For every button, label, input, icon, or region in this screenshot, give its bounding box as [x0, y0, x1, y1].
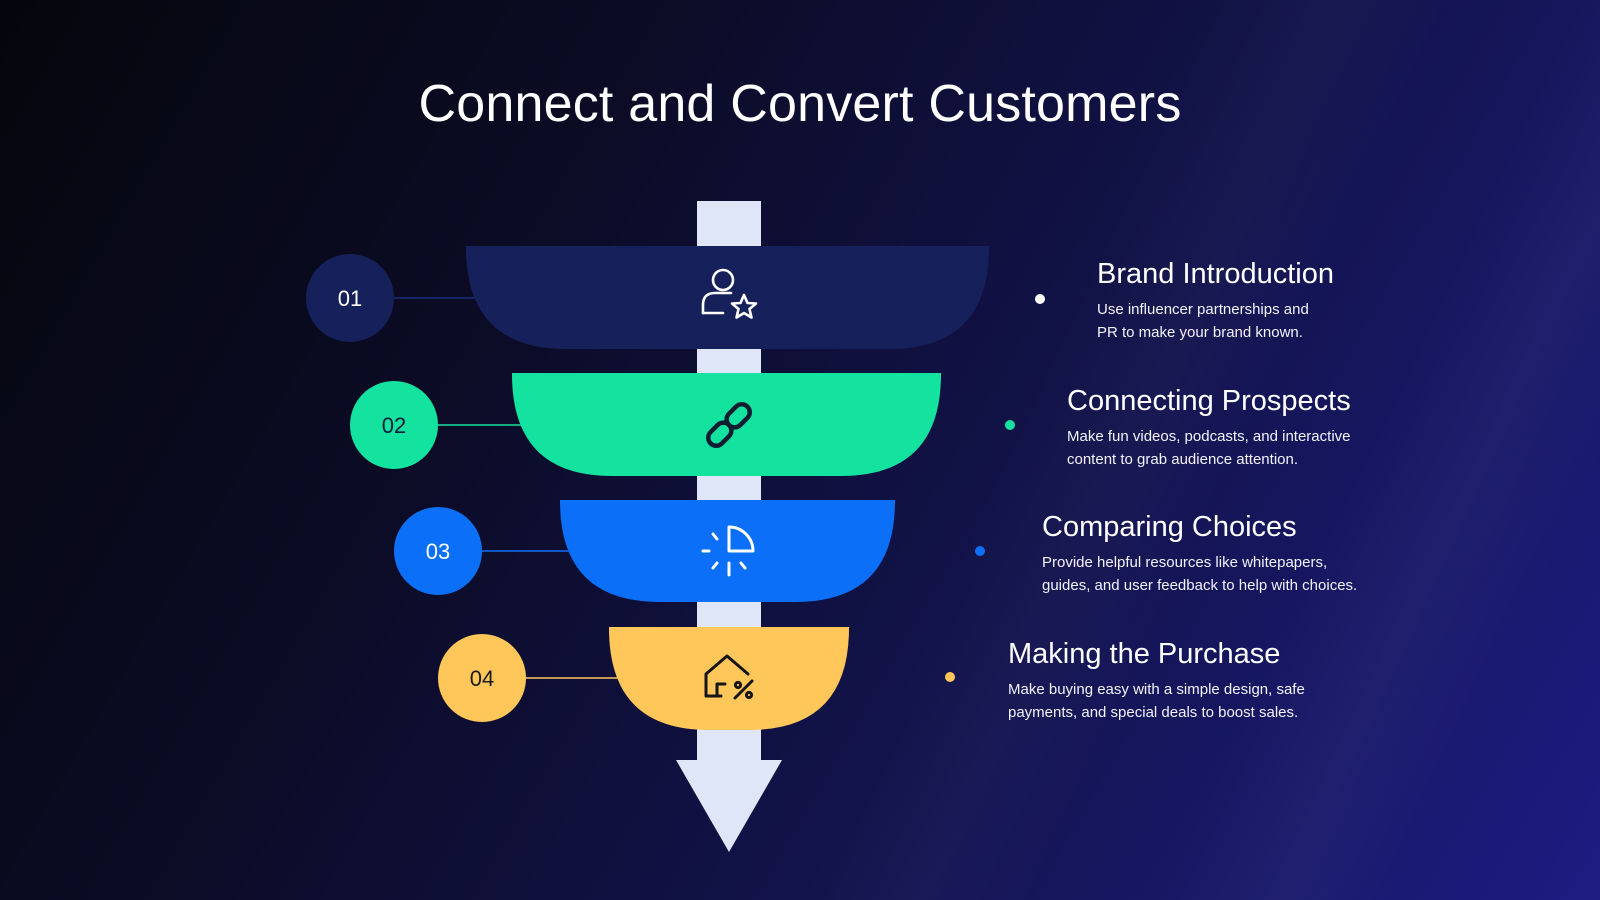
user-star-icon — [701, 268, 758, 319]
step-number-circle-03 — [394, 507, 482, 595]
step-description-01-line-2: PR to make your brand known. — [1097, 324, 1303, 341]
step-number-01: 01 — [338, 286, 362, 311]
step-text-02: Connecting Prospects Make fun videos, po… — [1067, 384, 1427, 471]
page-title: Connect and Convert Customers — [418, 75, 1182, 133]
step-description-02: Make fun videos, podcasts, and interacti… — [1067, 425, 1427, 471]
step-bullet-01 — [1035, 294, 1045, 304]
funnel-arrow-head — [676, 760, 782, 852]
step-bullet-03 — [975, 546, 985, 556]
step-text-04: Making the Purchase Make buying easy wit… — [1008, 637, 1368, 724]
step-number-circle-02 — [350, 381, 438, 469]
funnel-stage-1 — [466, 246, 989, 349]
step-number-circle-01 — [306, 254, 394, 342]
step-bullet-04 — [945, 672, 955, 682]
step-number-02: 02 — [382, 413, 406, 438]
step-text-01: Brand Introduction Use influencer partne… — [1097, 257, 1457, 344]
step-description-03-line-1: Provide helpful resources like whitepape… — [1042, 554, 1328, 571]
step-description-04: Make buying easy with a simple design, s… — [1008, 678, 1368, 724]
pie-chart-loading-icon — [701, 525, 755, 577]
step-number-circle-04 — [438, 634, 526, 722]
step-heading-03: Comparing Choices — [1042, 511, 1297, 543]
step-heading-01: Brand Introduction — [1097, 258, 1334, 290]
link-icon — [706, 402, 752, 448]
step-bullet-02 — [1005, 420, 1015, 430]
house-percent-icon — [704, 654, 754, 700]
step-number-03: 03 — [426, 539, 450, 564]
funnel-stage-4 — [609, 627, 849, 730]
step-description-03: Provide helpful resources like whitepape… — [1042, 551, 1402, 597]
step-description-04-line-1: Make buying easy with a simple design, s… — [1008, 681, 1305, 698]
step-heading-04: Making the Purchase — [1008, 638, 1281, 670]
step-description-02-line-1: Make fun videos, podcasts, and interacti… — [1067, 428, 1351, 445]
step-text-03: Comparing Choices Provide helpful resour… — [1042, 510, 1402, 597]
step-description-01-line-1: Use influencer partnerships and — [1097, 301, 1309, 318]
step-heading-02: Connecting Prospects — [1067, 385, 1351, 417]
step-description-04-line-2: payments, and special deals to boost sal… — [1008, 704, 1299, 721]
step-description-02-line-2: content to grab audience attention. — [1067, 451, 1299, 468]
step-description-01: Use influencer partnerships and PR to ma… — [1097, 298, 1457, 344]
step-number-04: 04 — [470, 666, 494, 691]
step-description-03-line-2: guides, and user feedback to help with c… — [1042, 577, 1358, 594]
